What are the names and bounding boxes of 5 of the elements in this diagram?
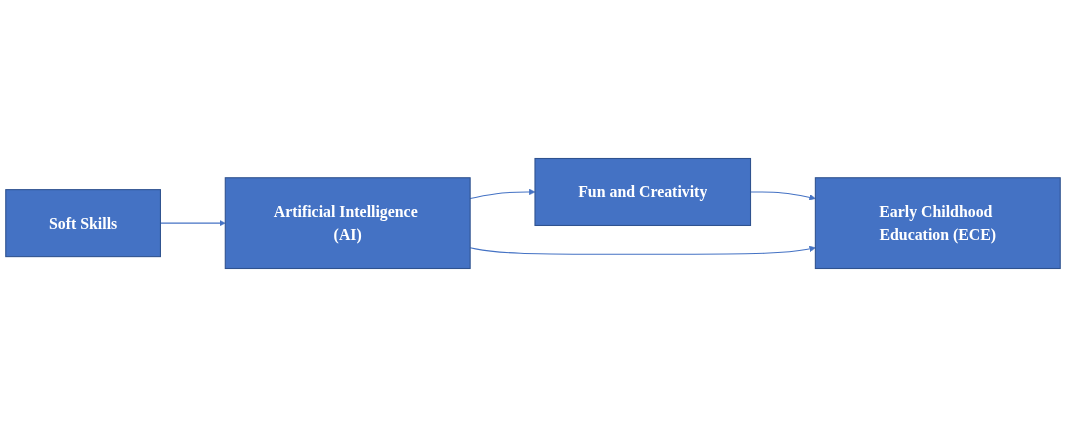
node-box: Fun and Creativity <box>534 157 752 226</box>
node-box: Soft Skills <box>5 189 161 258</box>
arrow <box>750 191 816 201</box>
node-box: Artificial Intelligence (AI) <box>224 177 471 270</box>
node-box: Early Childhood Education (ECE) <box>814 177 1061 270</box>
